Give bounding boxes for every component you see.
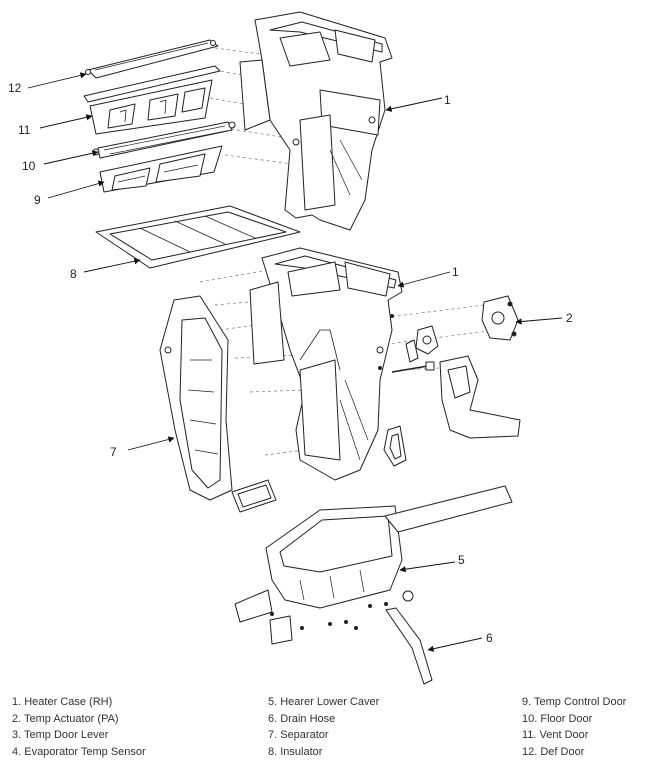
separator-part — [159, 295, 233, 501]
heater-lower-cover-part — [234, 485, 513, 645]
legend-column-2: 5. Hearer Lower Caver 6. Drain Hose 7. S… — [268, 694, 379, 760]
legend-column-1: 1. Heater Case (RH) 2. Temp Actuator (PA… — [12, 694, 146, 760]
callout-12: 12 — [8, 81, 22, 95]
temp-door-lever-part — [405, 325, 439, 363]
exploded-parts-diagram: 1 1 2 5 6 7 8 9 10 11 12 — [8, 11, 573, 685]
def-door-part — [83, 39, 221, 103]
callout-leaders — [27, 72, 563, 652]
legend-column-3: 9. Temp Control Door 10. Floor Door 11. … — [522, 694, 626, 760]
drain-hose-part — [385, 590, 433, 685]
callout-2: 2 — [566, 311, 573, 325]
small-gasket-part — [231, 479, 277, 513]
legend-item: 10. Floor Door — [522, 712, 593, 725]
legend-item: 4. Evaporator Temp Sensor — [12, 745, 146, 758]
duct-part — [439, 355, 521, 439]
legend-item: 5. Hearer Lower Caver — [268, 696, 380, 708]
callout-1-upper: 1 — [444, 93, 451, 107]
callout-5: 5 — [458, 553, 465, 567]
callout-11: 11 — [18, 123, 31, 137]
temp-actuator-part — [481, 295, 519, 341]
legend-item: 9. Temp Control Door — [522, 696, 627, 708]
legend-item: 12. Def Door — [522, 745, 585, 758]
gasket-ring-part — [383, 425, 407, 467]
callout-9: 9 — [34, 193, 41, 207]
insulator-part — [95, 205, 301, 269]
legend-item: 1. Heater Case (RH) — [12, 696, 113, 708]
evaporator-temp-sensor-part — [391, 361, 435, 373]
callout-7: 7 — [110, 445, 117, 459]
legend-item: 8. Insulator — [268, 745, 323, 758]
callout-6: 6 — [486, 631, 493, 645]
callout-1-lower: 1 — [452, 265, 459, 279]
legend-item: 6. Drain Hose — [268, 712, 336, 725]
legend-item: 11. Vent Door — [522, 729, 589, 741]
legend-item: 3. Temp Door Lever — [12, 729, 109, 741]
callout-8: 8 — [70, 267, 77, 281]
heater-case-lower-part — [249, 247, 403, 481]
vent-door-part — [89, 79, 213, 135]
heater-case-upper-part — [239, 11, 393, 231]
screws — [270, 314, 394, 630]
legend-item: 7. Separator — [268, 729, 329, 741]
callout-10: 10 — [22, 159, 36, 173]
legend-item: 2. Temp Actuator (PA) — [12, 712, 119, 725]
